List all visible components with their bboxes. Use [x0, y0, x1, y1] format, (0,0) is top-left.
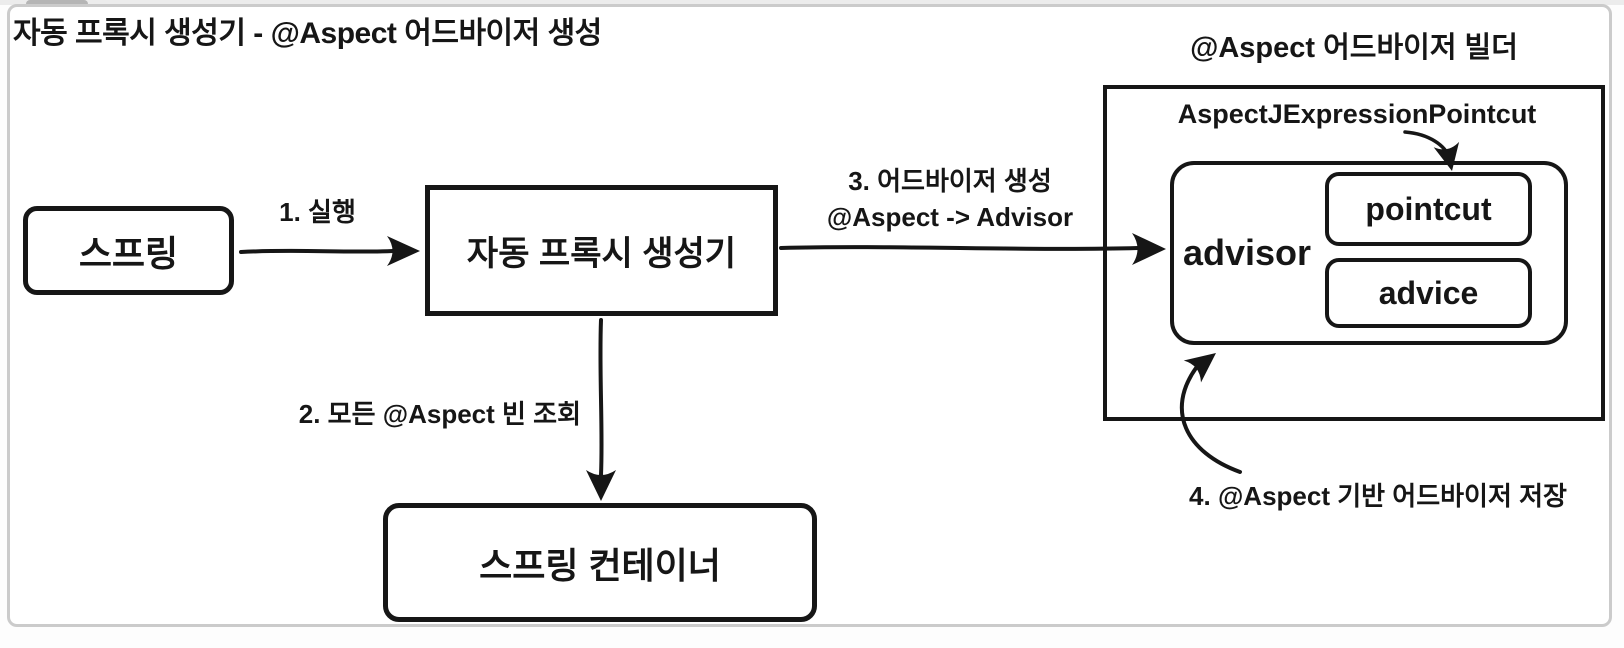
step3-label-line2: @Aspect -> Advisor: [826, 202, 1074, 232]
builder-frame: [1103, 85, 1605, 421]
step4-label: 4. @Aspect 기반 어드바이저 저장: [1189, 481, 1567, 511]
window-tab-remnant: [26, 0, 88, 7]
diagram-title: 자동 프록시 생성기 - @Aspect 어드바이저 생성: [13, 17, 602, 50]
top-edge-strip: [0, 0, 1624, 5]
step3-label-line1: 3. 어드바이저 생성: [848, 166, 1052, 196]
node-advisor-label: advisor: [1182, 232, 1312, 273]
node-pointcut: pointcut: [1325, 172, 1532, 246]
step1-label: 1. 실행: [279, 197, 356, 227]
node-auto-proxy-creator-label: 자동 프록시 생성기: [466, 235, 737, 273]
node-spring-container-label: 스프링 컨테이너: [479, 544, 721, 586]
step2-label: 2. 모든 @Aspect 빈 조회: [298, 399, 581, 429]
step3-label: 3. 어드바이저 생성 @Aspect -> Advisor: [810, 163, 1090, 235]
node-spring: 스프링: [23, 206, 234, 295]
aspectj-expression-pointcut-label: AspectJExpressionPointcut: [1177, 99, 1537, 129]
node-auto-proxy-creator: 자동 프록시 생성기: [425, 185, 778, 316]
node-spring-container: 스프링 컨테이너: [383, 503, 817, 622]
node-pointcut-label: pointcut: [1365, 190, 1492, 227]
node-advice-label: advice: [1378, 274, 1479, 311]
node-advice: advice: [1325, 258, 1532, 328]
builder-title: @Aspect 어드바이저 빌더: [1190, 32, 1518, 64]
node-spring-label: 스프링: [78, 232, 179, 274]
